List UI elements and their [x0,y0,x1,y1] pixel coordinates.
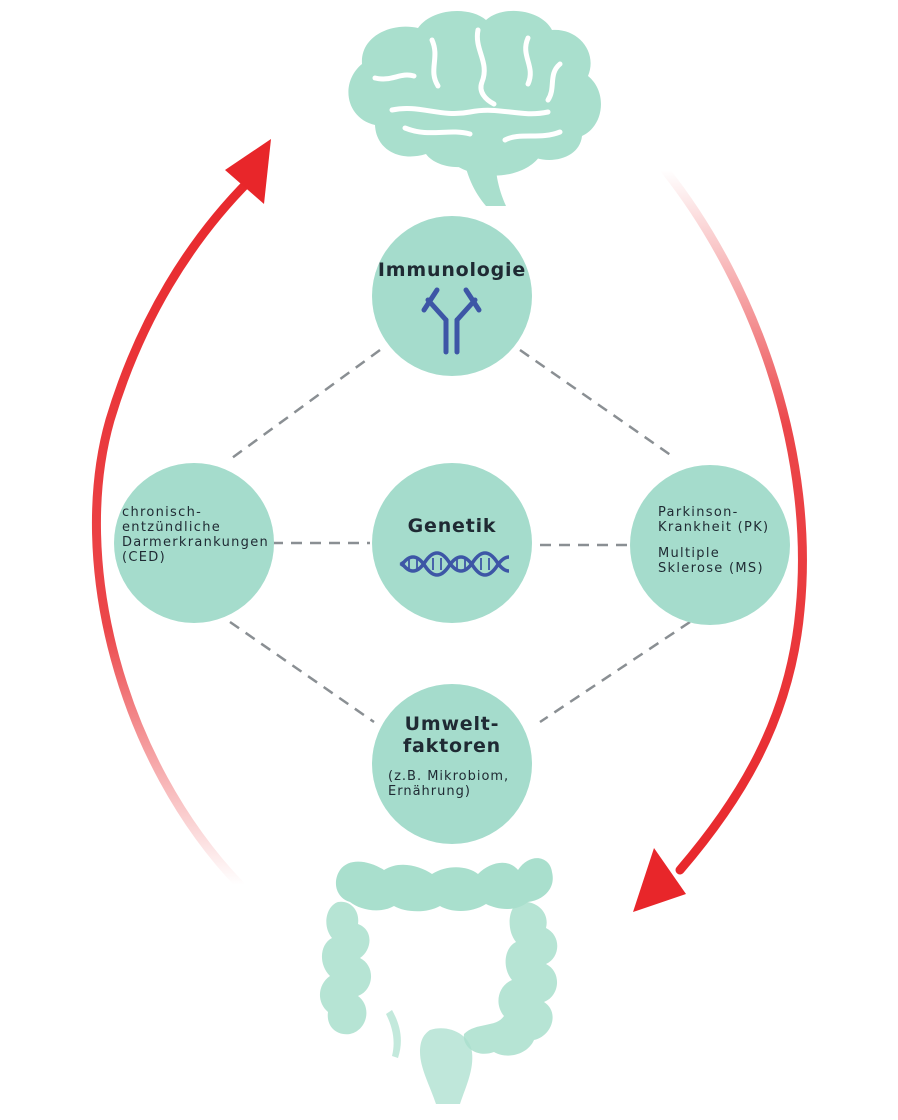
connector-pk-environment [539,620,691,724]
brain-cerebrum [348,10,601,169]
transverse-colon [335,858,553,912]
descending-colon [463,901,558,1056]
environment-note-line-2: Ernährung) [388,783,471,799]
ms-line-2: Sklerose (MS) [658,560,764,576]
antibody-icon [421,287,482,355]
immunology-title: Immunologie [377,259,527,281]
appendix [386,1010,401,1058]
rectum [420,1028,473,1104]
pk-line-2: Krankheit (PK) [658,519,770,535]
left-arrow-head [225,139,271,204]
environment-title: Umwelt- faktoren [372,713,532,758]
pk-line-1: Parkinson- [658,505,739,520]
ascending-colon [319,901,372,1035]
genetics-circle [372,463,532,623]
environment-note: (z.B. Mikrobiom, Ernährung) [388,769,538,800]
circles [114,216,790,844]
connector-immunology-pk [519,348,673,458]
immunology-circle [372,216,532,376]
right-arrow-shaft [660,165,807,875]
environment-circle [372,684,532,844]
ced-line-2: entzündliche [122,519,222,535]
ced-line-4: (CED) [122,549,166,565]
environment-title-line-2: faktoren [402,734,502,757]
brain-icon [348,10,601,206]
connector-immunology-ced [231,348,381,460]
connector-ced-environment [229,620,375,724]
cycle-arrows [91,139,807,912]
dashed-connectors [229,348,691,724]
ced-line-3: Darmerkrankungen [122,534,270,550]
ced-label: chronisch- entzündliche Darmerkrankungen… [122,505,282,566]
environment-title-line-1: Umwelt- [404,713,500,735]
pk-ms-label: Parkinson- Krankheit (PK) Multiple Skler… [658,505,808,577]
left-arrow-shaft [91,175,255,890]
genetics-title: Genetik [407,515,497,537]
dna-helix-icon [399,551,510,577]
ced-circle [114,463,274,623]
brain-sulci [372,27,563,143]
intestine-icon [319,858,558,1104]
ced-line-1: chronisch- [122,505,203,520]
right-arrow-head [633,848,686,912]
ms-line-1: Multiple [658,545,721,561]
environment-note-line-1: (z.B. Mikrobiom, [388,769,510,784]
pk-ms-circle [630,465,790,625]
